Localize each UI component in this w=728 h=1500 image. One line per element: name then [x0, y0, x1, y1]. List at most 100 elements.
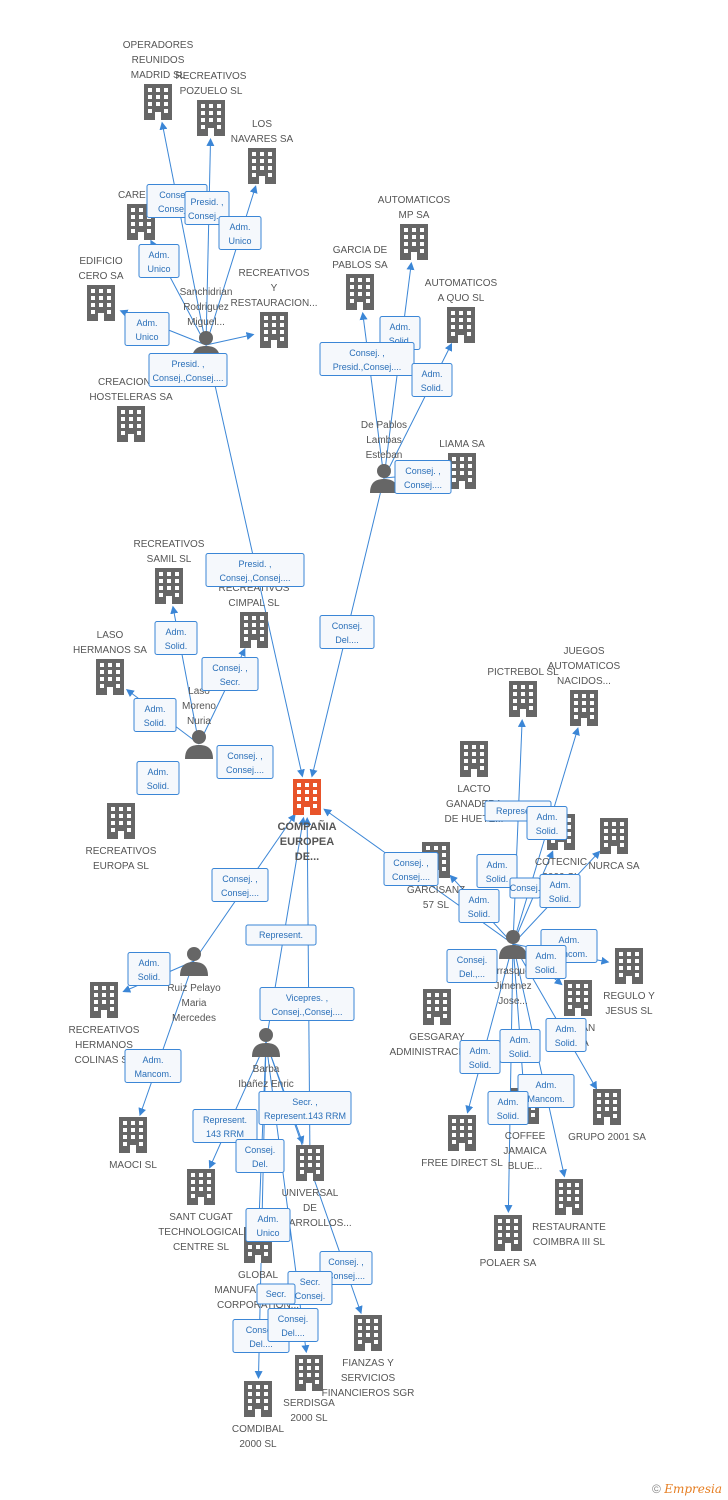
- role-box-r7[interactable]: Adm.Solid.: [379, 316, 421, 350]
- person-node-sanchidrian[interactable]: SanchidrianRodriguezMiguel...: [180, 287, 233, 360]
- role-box-r43[interactable]: Adm.Solid.: [499, 1029, 541, 1063]
- role-box-r5[interactable]: Adm.Unico: [124, 312, 170, 346]
- company-node-polaer[interactable]: POLAER SA: [480, 1215, 537, 1269]
- role-box-r22[interactable]: Adm.Mancom.: [124, 1049, 182, 1083]
- center-company-node[interactable]: COMPAÑIAEUROPEADE...: [277, 779, 337, 863]
- company-label-line: EDIFICIO: [79, 256, 123, 267]
- role-box-r13[interactable]: Adm.Solid.: [154, 621, 198, 655]
- role-box-r42[interactable]: Adm.Solid.: [545, 1018, 587, 1052]
- brand-logo[interactable]: Empresia: [664, 1482, 722, 1496]
- role-box-r11[interactable]: Presid. ,Consej.,Consej....: [205, 553, 305, 587]
- role-label-line: Secr. ,: [292, 1097, 318, 1107]
- role-box-r17[interactable]: Adm.Solid.: [136, 761, 180, 795]
- role-box-r44[interactable]: Adm.Solid.: [459, 1040, 501, 1074]
- role-box-r16[interactable]: Consej. ,Consej....: [216, 745, 274, 779]
- company-node-nurca[interactable]: NURCA SA: [588, 818, 640, 872]
- role-box-r27[interactable]: Consej. ,Consej....: [319, 1251, 373, 1285]
- company-node-caredi[interactable]: CAREDI...: [118, 190, 164, 240]
- role-label-line: Consej. ,: [159, 190, 195, 200]
- role-box-r36[interactable]: Consej.: [509, 877, 541, 899]
- role-label-line: Adm.: [229, 222, 250, 232]
- company-node-juegos-automaticos[interactable]: JUEGOSAUTOMATICOSNACIDOS...: [548, 646, 621, 726]
- company-node-grupo-2001[interactable]: GRUPO 2001 SA: [568, 1089, 646, 1143]
- role-box-r14[interactable]: Consej. ,Secr.: [201, 657, 259, 691]
- role-box-r31[interactable]: Consej.Del....: [267, 1308, 319, 1342]
- role-box-r15[interactable]: Adm.Solid.: [133, 698, 177, 732]
- company-node-pictrebol[interactable]: PICTREBOL SL: [487, 667, 559, 717]
- role-box-r38[interactable]: Adm.Solid.: [458, 889, 500, 923]
- role-box-r9[interactable]: Adm.Solid.: [411, 363, 453, 397]
- role-box-r23[interactable]: Secr. ,Represent.143 RRM: [258, 1091, 352, 1125]
- edge-sanchidrian-to-recreativos-restauracion: [205, 332, 255, 346]
- company-node-universal-desarrollos[interactable]: UNIVERSALDEDESARROLLOS...: [268, 1145, 352, 1229]
- role-box-r3[interactable]: Adm.Unico: [138, 244, 180, 278]
- role-label-line: Adm.: [535, 1080, 556, 1090]
- role-box-r26[interactable]: Adm.Unico: [245, 1208, 291, 1242]
- edge-sanchidrian-to-recreativos-pozuelo: [205, 137, 215, 346]
- company-node-gesgaray[interactable]: GESGARAYADMINISTRACION...: [389, 989, 485, 1058]
- role-box-r21[interactable]: Vicepres. ,Consej.,Consej....: [259, 987, 355, 1021]
- role-label-line: Solid.: [536, 826, 559, 836]
- edge-ruiz-pelayo-to-maoci: [138, 960, 195, 1117]
- role-box-frame: [205, 553, 305, 587]
- role-box-r46[interactable]: Adm.Solid.: [487, 1091, 529, 1125]
- role-box-r4[interactable]: Adm.Unico: [218, 216, 262, 250]
- role-box-r12[interactable]: Consej.Del....: [319, 615, 375, 649]
- role-box-r37[interactable]: Adm.Solid.: [539, 874, 581, 908]
- role-box-r33[interactable]: Adm.Solid.: [526, 806, 568, 840]
- company-node-liama[interactable]: LIAMA SA: [439, 439, 485, 489]
- role-box-r35[interactable]: Adm.Solid.: [476, 854, 518, 888]
- company-node-free-direct[interactable]: FREE DIRECT SL: [421, 1115, 503, 1169]
- role-box-r20[interactable]: Adm.Solid.: [127, 952, 171, 986]
- role-box-r24[interactable]: Represent.143 RRM: [192, 1109, 258, 1143]
- company-label-line: NACIDOS...: [557, 676, 611, 687]
- role-box-r8[interactable]: Consej. ,Presid.,Consej....: [319, 342, 415, 376]
- role-box-r41[interactable]: Adm.Solid.: [525, 945, 567, 979]
- role-box-r2[interactable]: Presid. ,Consej....: [184, 191, 230, 225]
- role-box-r29[interactable]: Secr.: [256, 1283, 296, 1305]
- building-icon: [600, 818, 628, 854]
- person-node-serrasqueiro[interactable]: SerrasqueiroJimenezJose...: [484, 930, 542, 1007]
- role-box-r18[interactable]: Consej. ,Consej....: [211, 868, 269, 902]
- role-box-frame: [201, 657, 259, 691]
- role-box-r25[interactable]: Consej.Del.: [235, 1139, 285, 1173]
- role-box-r39[interactable]: Consej.Del.,...: [446, 949, 498, 983]
- company-label-line: PICTREBOL SL: [487, 667, 559, 678]
- role-box-r19[interactable]: Represent.: [245, 924, 317, 946]
- role-box-r6[interactable]: Presid. ,Consej.,Consej....: [148, 353, 228, 387]
- role-box-frame: [525, 945, 567, 979]
- role-box-r10[interactable]: Consej. ,Consej....: [394, 460, 452, 494]
- company-node-coffee-jamaica[interactable]: COFFEEJAMAICABLUE...: [503, 1088, 547, 1172]
- company-node-recreativos-restauracion[interactable]: RECREATIVOSYRESTAURACION...: [230, 268, 318, 348]
- role-label-line: Consej.: [457, 955, 488, 965]
- role-box-r45[interactable]: Adm.Mancom.: [517, 1074, 575, 1108]
- role-box-r34[interactable]: Consej. ,Consej....: [383, 852, 439, 886]
- company-node-maoci[interactable]: MAOCI SL: [109, 1117, 157, 1171]
- building-icon: [295, 1355, 323, 1391]
